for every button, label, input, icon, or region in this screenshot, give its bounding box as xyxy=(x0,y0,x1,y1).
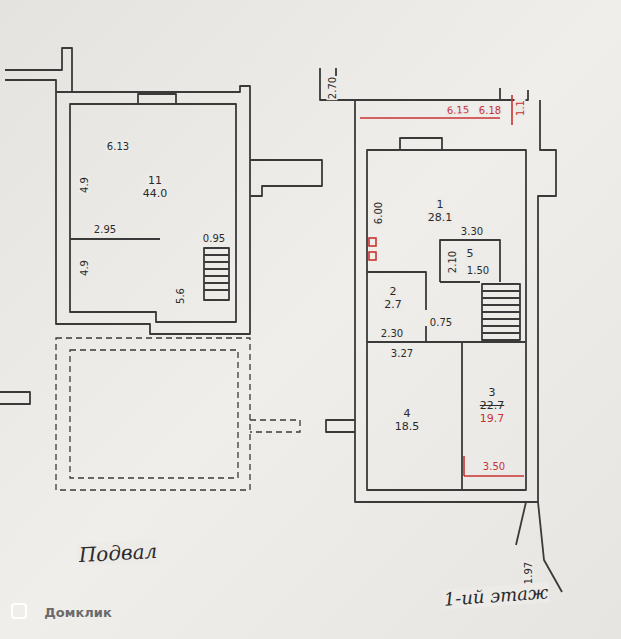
dimension-label: 2.30 xyxy=(380,328,404,339)
room-area: 5 xyxy=(463,245,478,262)
room-area: 1144.0 xyxy=(139,172,172,202)
dimension-label: 1.50 xyxy=(466,265,490,276)
room-area-value: 19.7 xyxy=(479,412,506,425)
room-number: 5 xyxy=(466,247,475,260)
room-area-value: 18.5 xyxy=(394,420,421,433)
dimension-label: 6.18 xyxy=(478,105,502,116)
dimension-label: 4.9 xyxy=(79,176,90,194)
dimension-label: 0.95 xyxy=(202,233,226,244)
room-area-value: 44.0 xyxy=(142,187,169,200)
room-area: 22.7 xyxy=(380,283,406,313)
dimension-label: 4.9 xyxy=(79,259,90,277)
dimension-label: 6.15 xyxy=(446,104,471,116)
dimension-label: 3.30 xyxy=(460,226,484,237)
dimension-label: 0.75 xyxy=(429,317,453,328)
floor-name: Подвал xyxy=(77,540,159,566)
room-area: 128.1 xyxy=(424,196,457,226)
room-number: 3 xyxy=(488,386,497,399)
room-area-value: 28.1 xyxy=(427,211,454,224)
room-area-value: 2.7 xyxy=(383,298,403,311)
dimension-label: 6.13 xyxy=(106,141,130,152)
room-number: 2 xyxy=(389,285,398,298)
dimension-label: 6.00 xyxy=(373,201,384,225)
room-number: 4 xyxy=(403,407,412,420)
room-area: 322.719.7 xyxy=(476,384,509,427)
dimension-label: 3.27 xyxy=(390,348,414,359)
room-number: 1 xyxy=(436,198,445,211)
dimension-label: 5.6 xyxy=(175,287,186,305)
dimension-label: 2.95 xyxy=(93,224,117,235)
dimension-label: 1.97 xyxy=(523,561,534,585)
room-number: 11 xyxy=(147,174,163,187)
room-area-value: 22.7 xyxy=(479,399,506,412)
room-area: 418.5 xyxy=(391,405,424,435)
watermark: Домклик xyxy=(43,605,112,620)
dimension-label: 2.10 xyxy=(447,250,458,274)
dimension-label: 3.50 xyxy=(482,461,506,472)
dimension-label: 1.1 xyxy=(515,99,526,117)
dimension-label: 2.70 xyxy=(327,76,338,100)
